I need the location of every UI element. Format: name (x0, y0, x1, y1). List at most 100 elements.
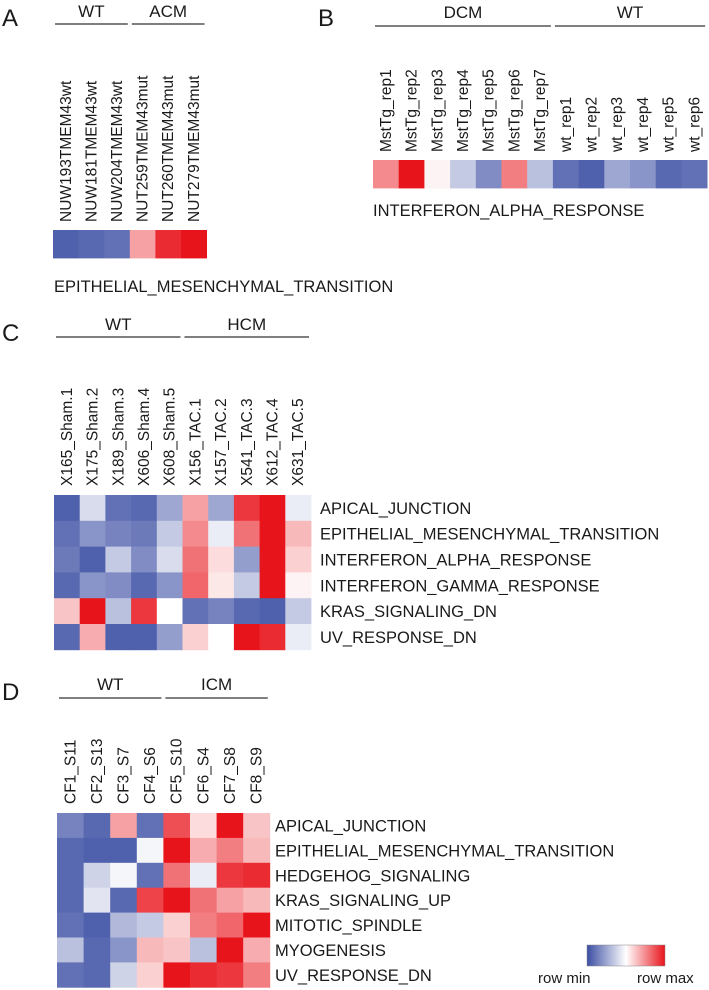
row-label: MITOTIC_SPINDLE (275, 917, 422, 935)
column-label: CF1_S11 (62, 740, 79, 804)
heatmap-cell (79, 520, 106, 547)
heatmap-cell (156, 546, 183, 573)
heatmap-cell (216, 837, 244, 864)
heatmap-cell (136, 862, 164, 889)
heatmap-cell (285, 546, 312, 573)
heatmap-cell (54, 520, 81, 547)
heatmap-cell (243, 887, 271, 913)
heatmap-cell (233, 495, 260, 522)
column-label: NUT259TMEM43mut (135, 75, 152, 222)
column-label: X157_TAC.2 (213, 398, 230, 486)
column-label: X175_Sham.2 (85, 388, 102, 486)
heatmap-cell (83, 837, 111, 864)
group-label-b-1: WT (617, 3, 643, 22)
column-label: MstTg_rep7 (532, 69, 549, 152)
heatmap-cell (57, 887, 84, 913)
heatmap-cell (105, 572, 132, 599)
heatmap-cell (285, 520, 312, 547)
heatmap-cell (190, 962, 217, 988)
heatmap-cell (163, 813, 191, 839)
heatmap-cell (57, 937, 84, 963)
column-label: wt_rep3 (609, 97, 626, 153)
heatmap-cell (163, 837, 191, 864)
heatmap-cell (285, 598, 312, 625)
heatmap-cell (233, 546, 260, 573)
column-label: MstTg_rep4 (455, 69, 472, 152)
heatmap-cell (450, 160, 477, 189)
heatmap-cell (501, 160, 528, 189)
row-label: UV_RESPONSE_DN (320, 629, 477, 647)
heatmap-cell (259, 495, 286, 522)
heatmap-cell (136, 962, 164, 988)
heatmap-cell (182, 546, 209, 573)
heatmap-cell (163, 962, 191, 988)
heatmap-cell (131, 495, 158, 522)
heatmap-cell (57, 912, 84, 938)
heatmap-cell (54, 572, 81, 599)
heatmap-cell (285, 495, 312, 522)
column-label: wt_rep4 (635, 96, 652, 153)
row-label: EPITHELIAL_MESENCHYMAL_TRANSITION (275, 842, 614, 860)
column-label: wt_rep5 (661, 97, 678, 153)
row-label: HEDGEHOG_SIGNALING (275, 867, 470, 885)
heatmap-cell (424, 160, 451, 189)
heatmap-cell (104, 230, 131, 259)
heatmap-cell (131, 546, 158, 573)
heatmap-cell (156, 520, 183, 547)
column-label: CF4_S6 (142, 747, 159, 804)
heatmap-cell (79, 495, 106, 522)
heatmap-cell (527, 160, 554, 189)
group-label-d-0: WT (97, 675, 123, 694)
column-label: CF6_S4 (195, 747, 212, 804)
heatmap-cell (181, 230, 207, 259)
heatmap-cell (398, 160, 425, 189)
group-label-a-1: ACM (149, 2, 187, 21)
heatmap-cell (105, 624, 132, 651)
heatmap-cell (208, 495, 235, 522)
legend-gradient-bar (586, 944, 666, 967)
heatmap-cell (552, 160, 579, 189)
heatmap-cell (243, 937, 271, 963)
heatmap-cell (79, 546, 106, 573)
heatmap-cell (182, 598, 209, 625)
column-label: MstTg_rep6 (506, 69, 523, 152)
heatmap-cell (110, 862, 138, 889)
heatmap-cell (54, 624, 81, 651)
heatmap-cell (655, 160, 682, 189)
heatmap-cell (57, 862, 84, 889)
heatmap-cell (604, 160, 631, 189)
column-label: MstTg_rep3 (429, 69, 446, 152)
heatmap-cell (216, 887, 244, 913)
column-label: MstTg_rep5 (481, 69, 498, 152)
heatmap-cell (57, 813, 84, 839)
row-label: APICAL_JUNCTION (320, 500, 471, 518)
heatmap-cell (83, 912, 111, 938)
heatmap-cell (53, 230, 79, 259)
heatmap-cell (156, 495, 183, 522)
heatmap-cell (163, 937, 191, 963)
heatmap-cell (105, 520, 132, 547)
heatmap-cell (233, 598, 260, 625)
group-label-d-1: ICM (201, 675, 232, 694)
heatmap-cell (208, 520, 235, 547)
column-label: MstTg_rep2 (404, 69, 421, 152)
heatmap-cell (259, 598, 286, 625)
heatmap-cell (136, 813, 164, 839)
heatmap-cell (83, 813, 111, 839)
heatmap-cell (129, 230, 156, 259)
row-label: UV_RESPONSE_DN (275, 967, 432, 985)
heatmap-cell (163, 912, 191, 938)
column-label: X541_TAC.3 (239, 398, 256, 486)
column-label: CF7_S8 (222, 747, 239, 804)
heatmap-cell (110, 813, 138, 839)
row-label: KRAS_SIGNALING_UP (275, 892, 451, 910)
heatmap-cell (131, 520, 158, 547)
heatmap-cell (110, 962, 138, 988)
heatmap-cell (54, 546, 81, 573)
heatmap-cell (259, 624, 286, 651)
heatmap-cell (131, 598, 158, 625)
heatmap-cell (156, 624, 183, 651)
